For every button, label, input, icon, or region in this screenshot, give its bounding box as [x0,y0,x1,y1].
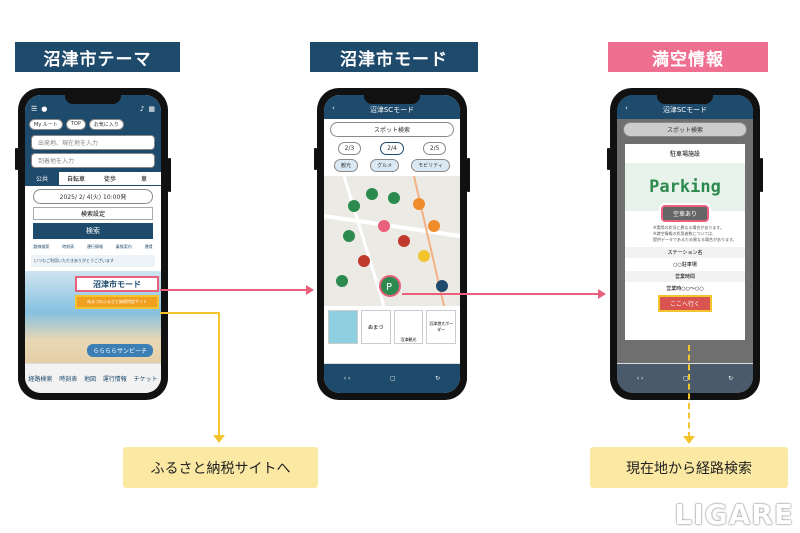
station-value: ○○駐車場 [673,262,697,268]
reload-icon-3[interactable]: ↻ [728,375,734,382]
date-3[interactable]: 2/5 [422,142,447,155]
back-icon[interactable]: ‹ [332,104,335,112]
to-input[interactable]: 到着地を入力 [31,153,155,168]
icon-timetable[interactable]: 時刻表 [62,244,75,249]
mode-title-3: 沼津SCモード [662,106,708,114]
bottom-map[interactable]: 地図 [83,376,96,383]
bottom-timetable[interactable]: 時刻表 [59,376,78,383]
profile-icon[interactable]: ● [41,105,48,113]
map-icon[interactable]: ▦ [148,105,155,113]
mode-bike[interactable]: 自転車 [66,176,85,183]
watermark: LIGARE [674,498,794,531]
arrow-to-mode [160,285,314,295]
spot-search-3[interactable]: スポット検索 [623,122,747,137]
hours-label: 営業時間 [625,271,745,282]
bookmark-icon[interactable]: ▢ [389,375,396,382]
reload-icon[interactable]: ↻ [435,375,441,382]
beach-label: ららららサンビーチ [86,344,153,357]
note-2: ※満空情報の利用者数については、 [653,231,717,236]
note-1: ※実際の状況と異なる場合があります。 [653,225,724,230]
status-badge: 空車あり [658,203,712,224]
datetime-select[interactable]: 2025/ 2/ 4(火) 10:00発 [33,189,153,204]
from-input[interactable]: 出発地、現在地を入力 [31,135,155,150]
connector-tax [218,312,220,437]
svg-text:P: P [386,282,392,293]
header-theme: 沼津市テーマ [15,42,180,72]
cat-sightseeing[interactable]: 観光 [334,159,359,172]
bookmark-icon-3[interactable]: ▢ [682,375,689,382]
date-1[interactable]: 2/3 [337,142,362,155]
icon-status[interactable]: 運行情報 [86,244,103,249]
note-3: 提供データであるため異なる場合があります。 [653,237,737,242]
tab-favorites[interactable]: お気に入り [88,119,124,130]
phone-theme: ☰ ● ♪ ▦ My ルート TOP お気に入り 出発地、現在地を入力 到着地を… [15,88,171,400]
back-icon-3[interactable]: ‹ [625,104,628,112]
mode-car[interactable]: 車 [140,176,147,183]
banner-mode[interactable]: 沼津市モード [75,276,159,292]
browser-bar: ‹ › ▢ ↻ [324,363,460,393]
parking-modal: 駐車場施設 Parking 空車あり ※実際の状況と異なる場合があります。 ※満… [625,144,745,340]
bottom-route[interactable]: 経路検索 [28,376,53,383]
browser-bar-3: ‹ › ▢ ↻ [617,363,753,393]
bottom-status[interactable]: 運行情報 [102,376,127,383]
mode-walk[interactable]: 徒歩 [103,176,116,183]
settings-button[interactable]: 検索設定 [33,207,153,220]
map-pins: P [324,175,460,307]
spot-card-1[interactable] [328,310,358,344]
search-button[interactable]: 検索 [33,223,153,239]
spot-card-2[interactable]: ぬまづ [360,310,391,344]
cat-gourmet[interactable]: グルメ [370,159,400,172]
tab-top[interactable]: TOP [65,119,86,130]
bottom-ticket[interactable]: チケット [133,376,158,383]
connector-route [688,345,690,438]
back-nav-icon[interactable]: ‹ › [343,375,351,382]
bottom-nav: 経路検索 時刻表 地図 運行情報 チケット [25,363,161,393]
top-nav: ☰ ● ♪ ▦ [25,95,161,117]
spot-search[interactable]: スポット検索 [330,122,454,137]
spot-card-3[interactable]: 沼津観光 [393,310,424,344]
callout-route: 現在地から経路検索 [590,447,788,488]
go-here-button[interactable]: ここへ行く [657,295,712,312]
spot-card-4[interactable]: 沼津港大ボーダー [426,310,456,344]
mode-title: 沼津SCモード [369,106,415,114]
hours-value: 営業時○○〜○○ [666,286,704,292]
icon-fare[interactable]: 運賃 [144,244,153,249]
banner-tax[interactable]: ぬまづのふるさと納税特設サイト [75,295,159,309]
phone-vacancy: ‹ 沼津SCモード スポット検索 駐車場施設 Parking 空車あり ※実際の… [607,88,763,400]
map-view[interactable]: P [324,175,460,307]
mic-icon[interactable]: ♪ [139,105,145,113]
icon-route[interactable]: 路線検索 [33,244,50,249]
menu-icon[interactable]: ☰ [31,105,38,113]
header-mode: 沼津市モード [310,42,478,72]
header-vacancy: 満空情報 [608,42,768,72]
icon-transfer[interactable]: 乗換案内 [115,244,132,249]
callout-tax: ふるさと納税サイトへ [123,447,318,488]
phone-mode: ‹ 沼津SCモード スポット検索 2/3 2/4 2/5 観光 グルメ モビリテ… [314,88,470,400]
parking-logo: Parking [625,163,745,211]
notice: いつもご利用いただきありがとうございます [31,255,155,267]
date-2[interactable]: 2/4 [380,142,404,155]
mode-public[interactable]: 公共 [25,172,59,185]
station-label: ステーション名 [625,247,745,258]
cat-mobility[interactable]: モビリティ [411,159,450,172]
tab-myroute[interactable]: My ルート [29,119,63,130]
beach-image: 沼津市モード ぬまづのふるさと納税特設サイト ららららサンビーチ [25,271,161,363]
back-nav-icon-3[interactable]: ‹ › [636,375,644,382]
parking-heading: 駐車場施設 [669,151,700,158]
arrow-to-vacancy [402,289,606,299]
